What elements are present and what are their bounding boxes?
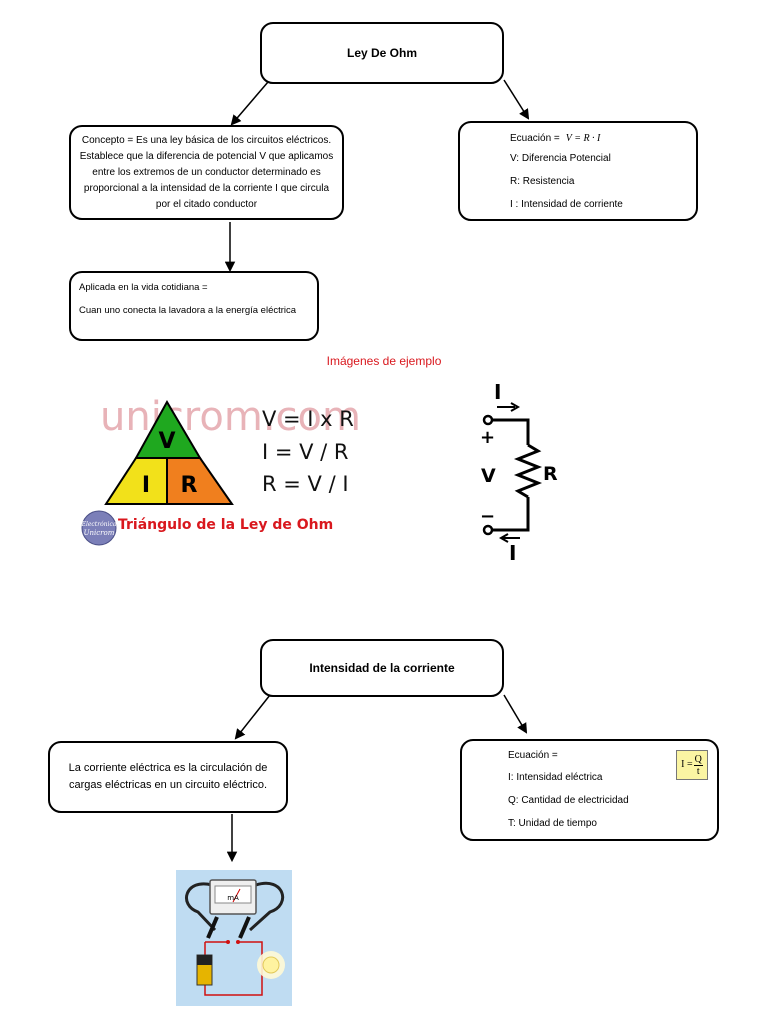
current-eq-item-i: I: Intensidad eléctrica: [508, 772, 603, 783]
formula-lhs: I =: [681, 759, 693, 770]
ohm-concept-text: Concepto = Es una ley básica de los circ…: [79, 134, 334, 210]
arrow-current-title-to-equation: [503, 694, 528, 734]
current-formula-box: I = Q t: [676, 750, 708, 780]
current-equation-label: Ecuación =: [508, 750, 558, 761]
ohm-equation-label: Ecuación =: [510, 133, 560, 144]
ohm-eq-item-r: R: Resistencia: [510, 176, 575, 187]
ohm-equation-box: Ecuación = V = R · I V: Diferencia Potenc…: [458, 121, 698, 221]
daily-life-label: Aplicada en la vida cotidiana =: [79, 282, 208, 293]
formula-fraction: Q t: [693, 753, 703, 777]
arrow-title-to-concept: [230, 81, 269, 126]
current-concept-text: La corriente eléctrica es la circulación…: [68, 762, 268, 791]
ohm-equation-formula: V = R · I: [565, 133, 601, 144]
ohm-concept-box: Concepto = Es una ley básica de los circ…: [69, 125, 344, 220]
ohm-daily-life-box: Aplicada en la vida cotidiana = Cuan uno…: [69, 271, 319, 341]
ohm-title: Ley De Ohm: [346, 46, 418, 60]
ohm-eq-item-v: V: Diferencia Potencial: [510, 153, 611, 164]
current-eq-item-q: Q: Cantidad de electricidad: [508, 795, 629, 806]
ohm-eq-2: I = V / R: [262, 440, 349, 464]
daily-life-text: Cuan uno conecta la lavadora a la energí…: [79, 305, 297, 316]
ohm-eq-item-i: I : Intensidad de corriente: [510, 199, 623, 210]
ohm-eq-1: V = I x R: [262, 407, 354, 431]
formula-numerator: Q: [693, 753, 703, 766]
arrow-current-title-to-concept: [234, 694, 271, 740]
arrow-title-to-equation: [503, 79, 530, 120]
examples-caption: Imágenes de ejemplo: [326, 354, 442, 368]
current-title: Intensidad de la corriente: [309, 661, 455, 675]
current-concept-box: La corriente eléctrica es la circulación…: [48, 741, 288, 813]
current-title-box: Intensidad de la corriente: [260, 639, 504, 697]
current-equation-box: Ecuación = I: Intensidad eléctrica Q: Ca…: [460, 739, 719, 841]
current-eq-item-t: T: Unidad de tiempo: [508, 818, 597, 829]
ohm-eq-3: R = V / I: [262, 472, 349, 496]
ohm-title-box: Ley De Ohm: [260, 22, 504, 84]
ohm-equation-row: Ecuación = V = R · I: [510, 131, 696, 147]
formula-denominator: t: [696, 765, 700, 777]
